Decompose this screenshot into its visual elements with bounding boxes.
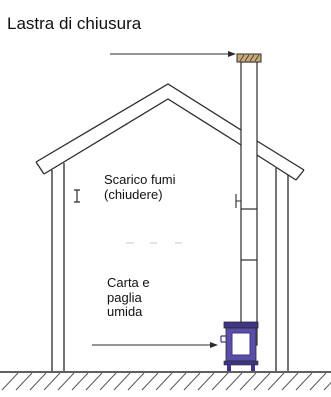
stove-leg — [251, 365, 255, 371]
stove-top — [223, 321, 259, 329]
hatch-line — [113, 372, 131, 391]
closing-plate-label-text: Lastra di chiusura — [7, 14, 142, 33]
hatch-line — [85, 372, 103, 391]
closing-plate-texture — [239, 54, 260, 62]
hatch-line — [197, 372, 215, 391]
fuel-label-line2: paglia — [107, 289, 142, 305]
hatch-line — [43, 372, 61, 391]
stove — [220, 321, 259, 371]
ground-hatching — [1, 372, 331, 391]
stove-leg — [227, 365, 231, 371]
smoke-outlet-label-line2: (chiudere) — [104, 186, 163, 202]
chimney-pipe-body — [240, 61, 258, 346]
roof-eave-left — [35, 161, 45, 175]
hatch-line — [99, 372, 117, 391]
pipe-bracket — [235, 194, 241, 208]
hatch-line — [15, 372, 33, 391]
fuel-label-line3: umida — [107, 304, 143, 320]
fuel-label-line1: Carta e — [107, 275, 150, 290]
stove-base — [223, 360, 259, 366]
roof-outer — [35, 83, 242, 163]
hatch-line — [183, 372, 201, 391]
closing-plate-label: Lastra di chiusura — [7, 14, 141, 33]
roof-outer-right — [256, 140, 305, 171]
hatch-line — [211, 372, 229, 391]
stove-handle — [220, 335, 226, 343]
hatch-line — [225, 372, 243, 391]
arrow-to-plate-head — [228, 51, 236, 57]
arrows — [92, 51, 236, 348]
hatch-line — [1, 372, 19, 391]
smoke-outlet-label-line1: Scarico fumi — [104, 172, 176, 187]
closing-plate-body — [236, 53, 262, 63]
hatch-line — [239, 372, 257, 391]
door-handle — [74, 189, 80, 203]
stove-window — [231, 332, 251, 356]
house — [35, 83, 305, 371]
hatch-line — [295, 372, 313, 391]
hatch-line — [309, 372, 327, 391]
roof-eave-right — [295, 169, 305, 181]
ground — [0, 371, 331, 391]
hatch-line — [29, 372, 47, 391]
hatch-line — [323, 381, 331, 391]
closing-plate — [236, 53, 262, 63]
hatch-line — [155, 372, 173, 391]
hatch-line — [253, 372, 271, 391]
fuel-label: Carta e paglia umida — [107, 275, 150, 320]
hatch-line — [127, 372, 145, 391]
hatch-line — [71, 372, 89, 391]
smoke-outlet-label: Scarico fumi (chiudere) — [104, 172, 176, 202]
roof-inner-right — [256, 154, 297, 181]
hatch-line — [141, 372, 159, 391]
roof-inner — [43, 98, 242, 175]
hatch-line — [57, 372, 75, 391]
arrow-to-stove-head — [210, 342, 218, 348]
hatch-line — [267, 372, 285, 391]
hatch-line — [281, 372, 299, 391]
hatch-line — [169, 372, 187, 391]
chimney-pipe — [235, 61, 258, 346]
